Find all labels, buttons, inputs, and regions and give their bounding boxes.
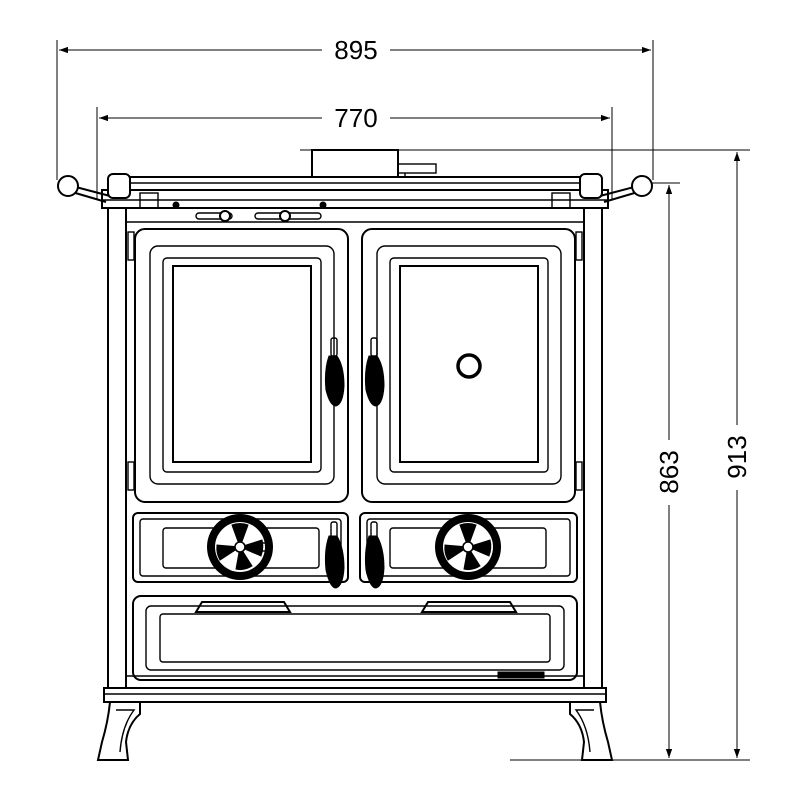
stove-plinth: [103, 687, 607, 703]
left-leg: [96, 701, 141, 761]
body-width-label: 770: [334, 103, 377, 133]
oven-thermometer-icon: [456, 353, 482, 379]
stove-body-frame: [107, 207, 603, 689]
left-ash-drawer: [132, 512, 349, 583]
right-leg: [569, 701, 614, 761]
overall-height-label: 913: [722, 435, 752, 478]
bottom-storage-drawer: [132, 595, 578, 681]
stove: [57, 149, 653, 761]
left-firebox-door: [134, 228, 349, 503]
dimension-body-height: 863: [640, 182, 684, 758]
air-control-levers: [172, 201, 327, 222]
right-air-regulator-dial-icon: [435, 514, 501, 580]
dimension-overall-height: 913: [300, 149, 752, 761]
left-air-regulator-dial-icon: [207, 514, 273, 580]
right-handle-knob: [579, 173, 653, 203]
right-oven-door: [361, 228, 576, 503]
lower-drawer-handles: [324, 521, 385, 589]
dimension-overall-width: 895: [56, 35, 654, 180]
right-rail-bracket: [551, 192, 571, 209]
upper-door-handles: [324, 337, 385, 407]
left-handle-knob: [57, 173, 131, 203]
body-height-label: 863: [654, 450, 684, 493]
flue-outlet: [311, 149, 437, 178]
right-drawer: [359, 512, 578, 583]
dimension-body-width: 770: [96, 103, 613, 200]
left-rail-bracket: [139, 192, 159, 209]
overall-width-label: 895: [334, 35, 377, 65]
